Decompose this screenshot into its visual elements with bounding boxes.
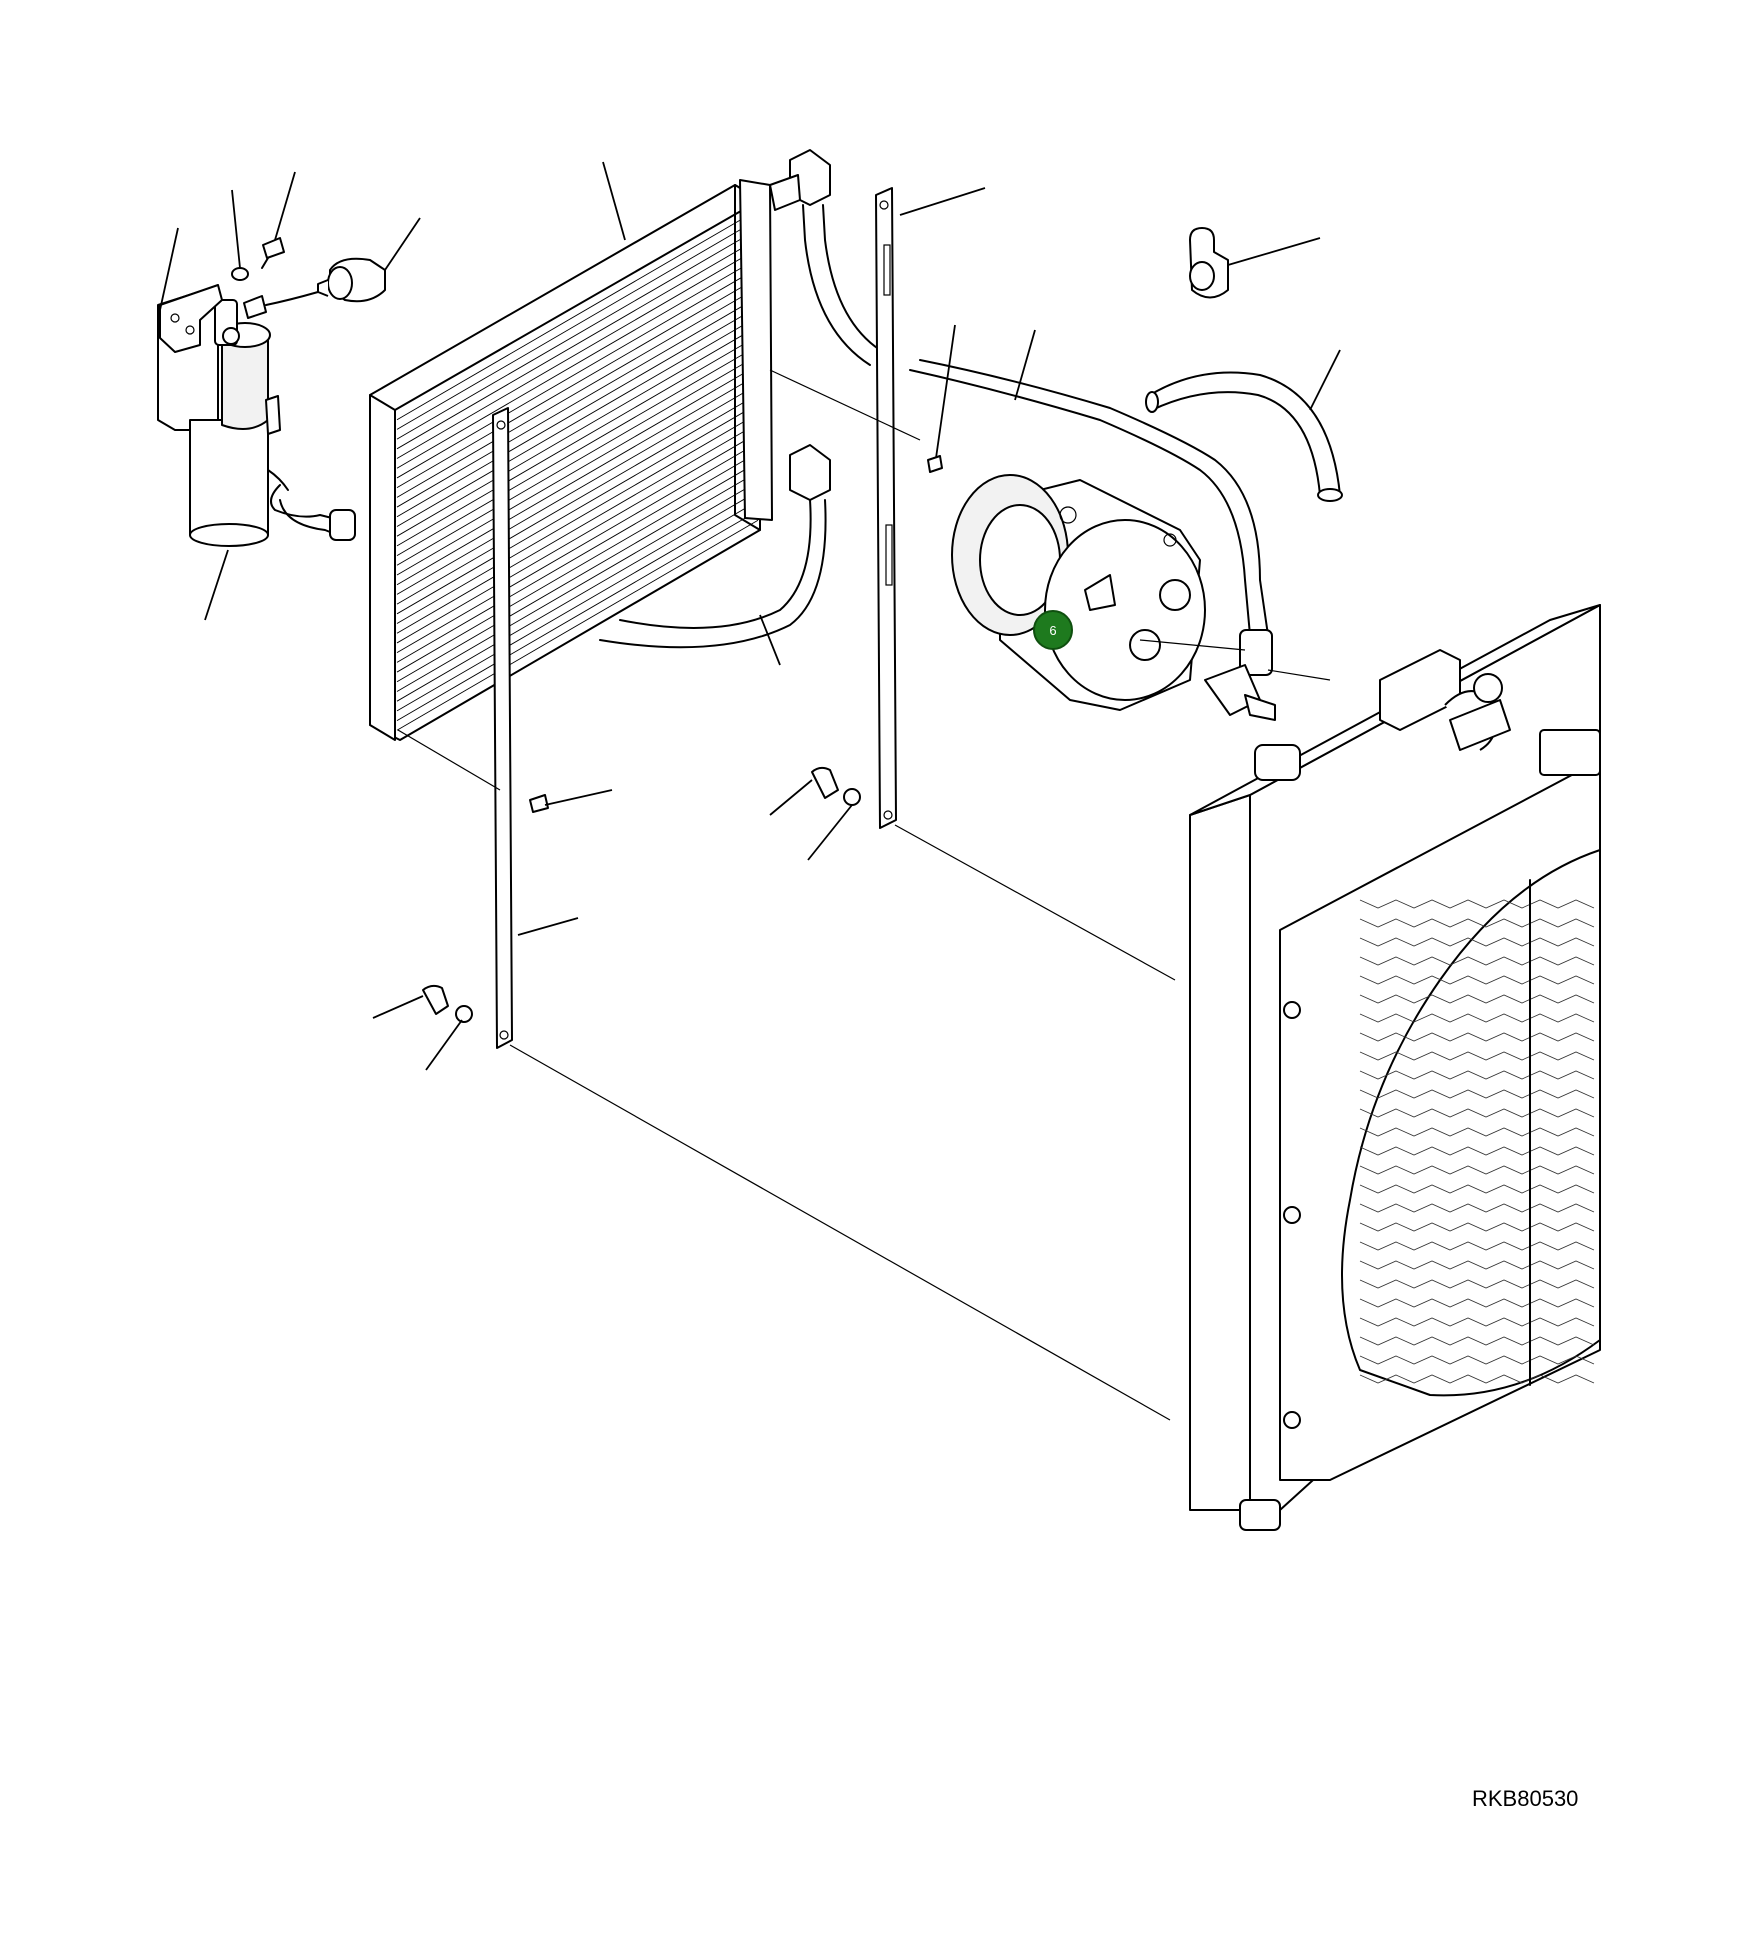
condenser-inlet-pipe [769,149,881,366]
condenser-outlet-pipe [599,444,831,649]
bolt-bracket-left-middle [529,794,549,813]
receiver-drier [157,289,281,547]
condenser-core [369,184,761,741]
bolt-drier-top [261,237,285,269]
bolt-bracket-right-lower [811,766,839,799]
radiator-left-fitting [1254,744,1301,781]
leader-lines [159,161,1341,1071]
radiator-fan-shroud [1341,849,1601,1397]
washer-bracket-left-lower [455,1005,473,1023]
bolt-bracket-right-upper [927,455,943,473]
radiator-lower-fitting [1239,1499,1281,1531]
washer-drier-top [231,267,249,281]
drier-bracket [159,284,223,353]
compressor-clip [1189,227,1229,299]
assembly-lines [397,369,1331,1421]
switch-fitting [243,291,319,319]
suction-hose [909,359,1276,721]
corrugated-hose [1145,371,1343,502]
ac-compressor [951,474,1206,711]
drawing-reference-code: RKB80530 [1472,1786,1579,1811]
drier-outlet-pipe [267,469,356,541]
side-bracket-right [875,187,897,829]
callout-6[interactable]: 6 [1033,610,1073,650]
callout-number: 6 [1049,622,1057,638]
side-bracket-left [492,407,513,1049]
pressure-switch [317,257,386,303]
condenser-right-tank [739,179,773,521]
washer-bracket-right-lower [843,788,861,806]
bolt-bracket-left-lower [422,984,449,1015]
